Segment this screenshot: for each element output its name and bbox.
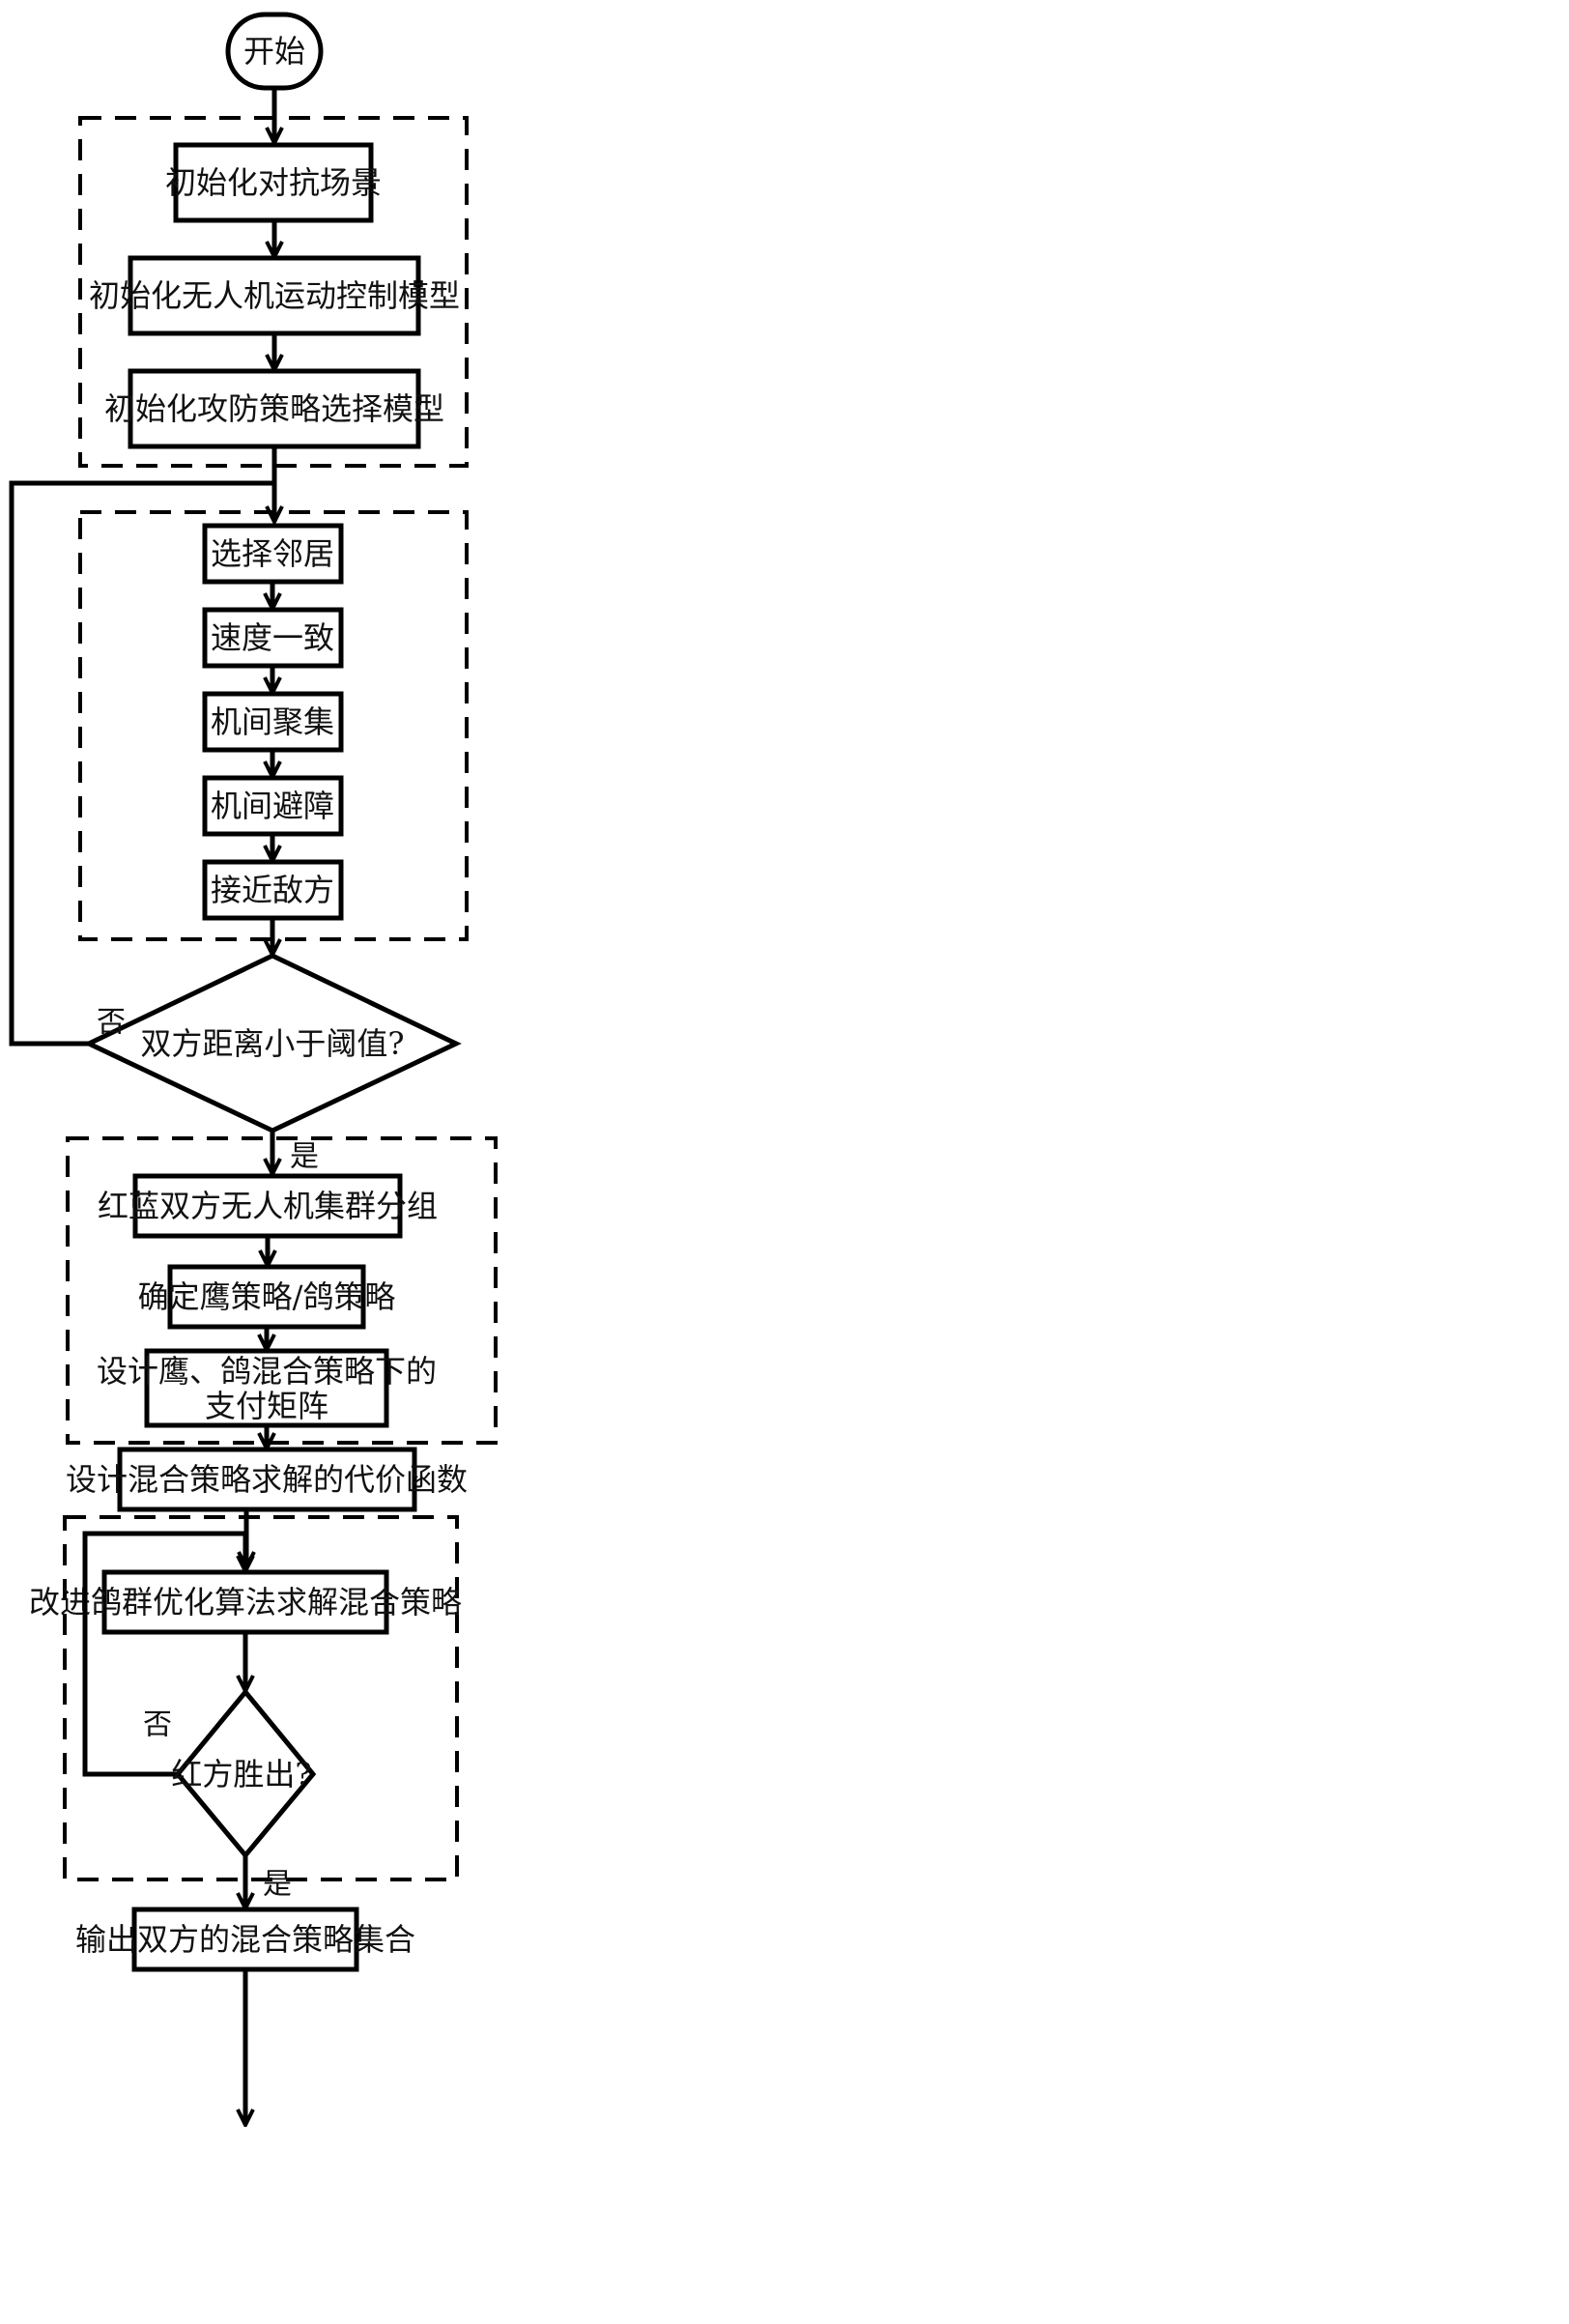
step-group-uav-label: 红蓝双方无人机集群分组 (98, 1188, 438, 1224)
step-cost-function: 设计混合策略求解的代价函数 (66, 1447, 468, 1512)
step-hawk-dove-strategy: 确定鹰策略/鸽策略 (138, 1264, 396, 1330)
step-approach-enemy: 接近敌方 (202, 859, 344, 921)
step-output-strategy-set: 输出双方的混合策略集合 (75, 1907, 415, 1972)
step-payoff-matrix: 设计鹰、鸽混合策略下的 支付矩阵 (97, 1348, 437, 1428)
main-start-label: 开始 (243, 33, 305, 70)
step-hawk-dove-strategy-label: 确定鹰策略/鸽策略 (138, 1278, 396, 1315)
step-payoff-matrix-label-1: 设计鹰、鸽混合策略下的 (97, 1353, 437, 1390)
step-output-strategy-set-label: 输出双方的混合策略集合 (75, 1921, 415, 1958)
step-aggregation-label: 机间聚集 (211, 703, 334, 740)
no-label: 否 (143, 1708, 172, 1742)
step-collision-avoidance-label: 机间避障 (211, 788, 334, 824)
step-init-strategy-model-label: 初始化攻防策略选择模型 (104, 390, 444, 427)
control-group-frame (78, 510, 469, 941)
step-init-motion-model: 初始化无人机运动控制模型 (89, 255, 460, 336)
loop-red-win-no-line (82, 1531, 245, 1777)
step-payoff-matrix-label-2: 支付矩阵 (205, 1388, 328, 1424)
step-collision-avoidance: 机间避障 (202, 775, 344, 837)
loop-no-line (9, 480, 272, 1047)
step-aggregation: 机间聚集 (202, 691, 344, 753)
main-start-terminal: 开始 (225, 12, 324, 91)
no-label: 否 (97, 1006, 126, 1040)
step-velocity-consensus: 速度一致 (202, 607, 344, 669)
step-select-neighbors: 选择邻居 (202, 523, 344, 585)
decision-red-win-label: 红方胜出? (171, 1756, 311, 1793)
step-group-uav: 红蓝双方无人机集群分组 (98, 1173, 438, 1239)
design-group-frame (66, 1136, 498, 1445)
yes-label: 是 (290, 1140, 319, 1174)
decision-distance: 双方距离小于阈值? (83, 953, 462, 1133)
yes-label: 是 (263, 1868, 292, 1902)
init-group-frame (78, 116, 469, 468)
step-select-neighbors-label: 选择邻居 (211, 535, 334, 572)
solve-group-frame (63, 1515, 459, 1881)
decision-distance-label: 双方距离小于阈值? (140, 1025, 404, 1062)
step-init-scene: 初始化对抗场景 (165, 142, 382, 223)
step-improved-pio-label: 改进鸽群优化算法求解混合策略 (29, 1584, 462, 1621)
step-approach-enemy-label: 接近敌方 (211, 872, 334, 908)
step-init-motion-model-label: 初始化无人机运动控制模型 (89, 277, 460, 314)
step-velocity-consensus-label: 速度一致 (211, 619, 334, 656)
step-improved-pio: 改进鸽群优化算法求解混合策略 (29, 1569, 462, 1635)
step-init-strategy-model: 初始化攻防策略选择模型 (104, 368, 444, 449)
step-cost-function-label: 设计混合策略求解的代价函数 (66, 1461, 468, 1498)
step-init-scene-label: 初始化对抗场景 (165, 164, 382, 201)
decision-red-win: 红方胜出? (171, 1688, 317, 1859)
